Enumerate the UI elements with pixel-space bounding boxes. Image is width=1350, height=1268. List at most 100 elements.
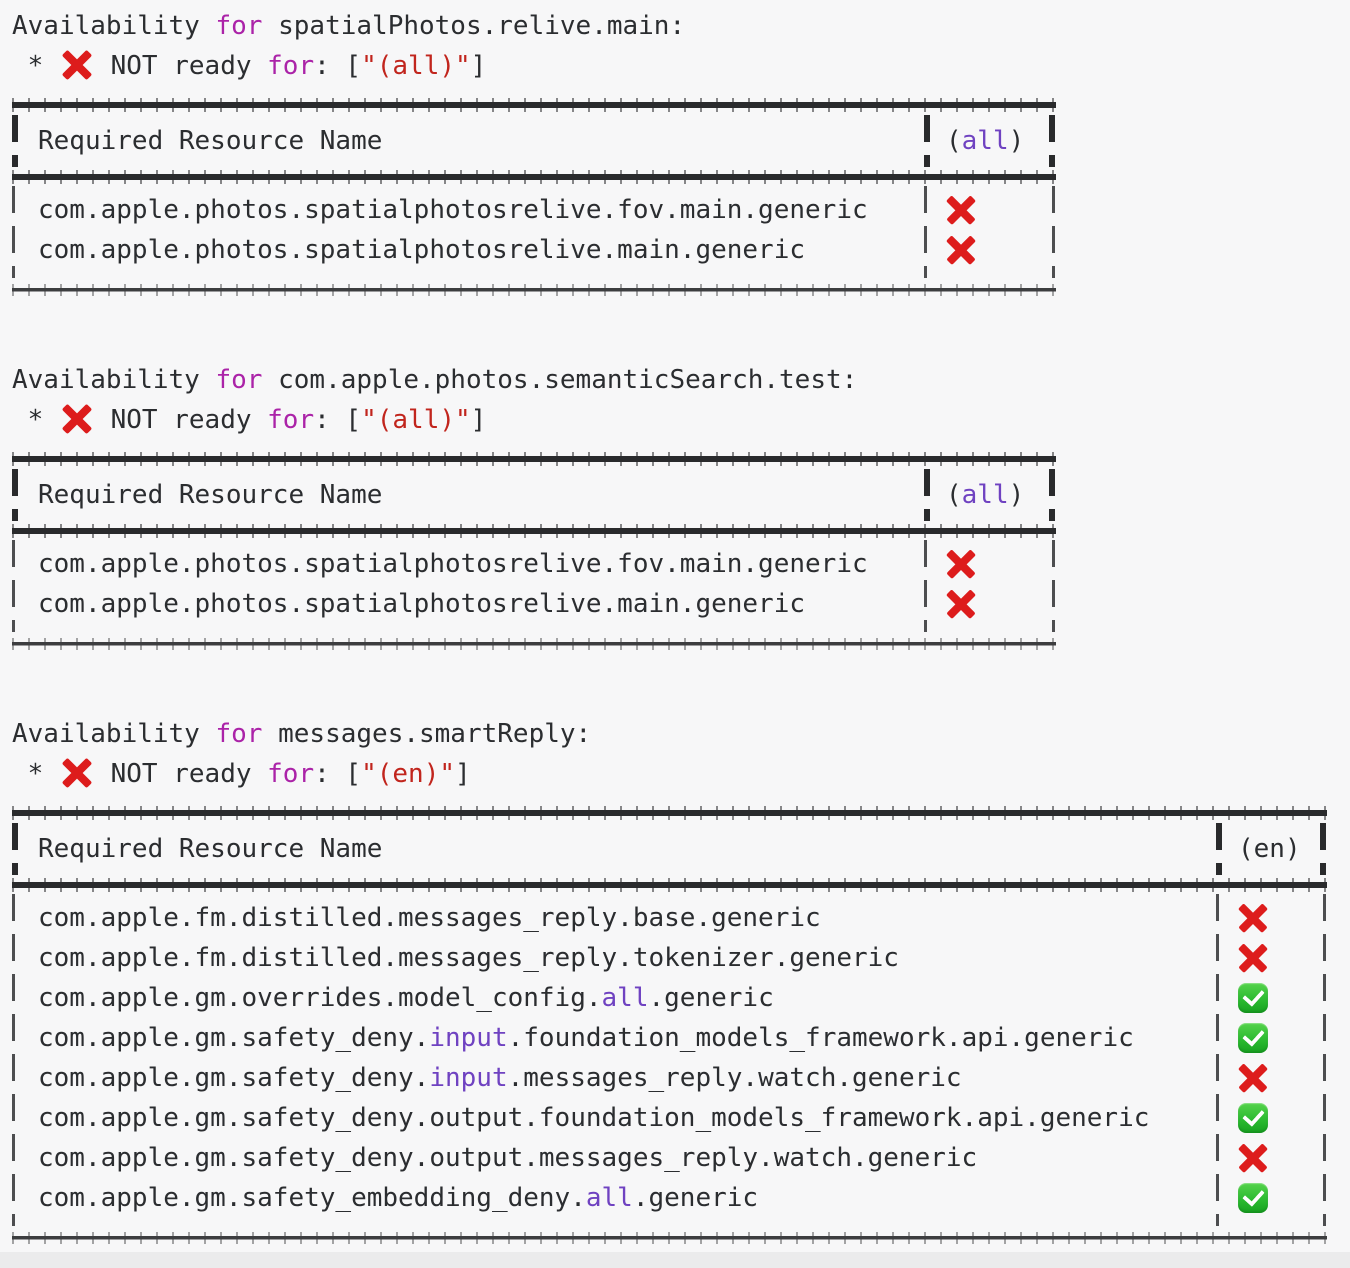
status-icon <box>1238 903 1268 933</box>
status-line: * NOT ready for: ["(all)"] <box>12 46 1350 86</box>
resource-name: com.apple.photos.spatialphotosrelive.mai… <box>38 235 806 265</box>
punctuation: : [ <box>314 405 362 435</box>
status-col-label: (en) <box>1238 834 1301 864</box>
status-icon <box>1238 1183 1268 1214</box>
status-icon <box>1238 943 1268 973</box>
locale-string: "(all)" <box>361 405 471 435</box>
table-row: com.apple.photos.spatialphotosrelive.mai… <box>12 230 1056 270</box>
heading-target: spatialPhotos.relive.main: <box>262 11 686 41</box>
for-keyword: for <box>267 51 315 81</box>
for-keyword: for <box>267 405 315 435</box>
table-header-separator <box>12 878 1327 892</box>
resource-name-cell: com.apple.gm.safety_embedding_deny.all.g… <box>12 1183 1216 1213</box>
table-border <box>1323 894 1326 1226</box>
table-row: com.apple.gm.safety_deny.output.messages… <box>12 1138 1327 1178</box>
cross-mark-icon <box>62 404 92 434</box>
for-keyword: for <box>267 759 315 789</box>
table-border <box>1052 186 1055 278</box>
resource-name-cell: com.apple.gm.safety_deny.input.foundatio… <box>12 1023 1216 1053</box>
for-keyword: for <box>215 719 263 749</box>
table-row: com.apple.fm.distilled.messages_reply.to… <box>12 938 1327 978</box>
resource-name-cell: com.apple.photos.spatialphotosrelive.fov… <box>12 549 924 579</box>
status-icon <box>946 195 976 225</box>
table-header-row: Required Resource Name (all) <box>12 112 1056 170</box>
table-row: com.apple.photos.spatialphotosrelive.fov… <box>12 190 1056 230</box>
status-cell <box>1216 1143 1327 1174</box>
table-border <box>12 540 15 632</box>
resource-name: com.apple.gm.safety_deny.output.foundati… <box>38 1103 1150 1133</box>
status-cell <box>1216 1023 1327 1054</box>
status-icon <box>946 235 976 265</box>
resource-name-cell: com.apple.fm.distilled.messages_reply.to… <box>12 943 1216 973</box>
resource-name: com.apple.gm.safety_deny. <box>38 1063 430 1093</box>
resource-name-highlight: input <box>429 1023 508 1053</box>
status-cell <box>1216 1063 1327 1094</box>
status-icon <box>1238 1143 1268 1173</box>
table-border <box>924 186 927 278</box>
punctuation: : [ <box>314 759 362 789</box>
resource-name-highlight: input <box>429 1063 508 1093</box>
header-name-cell: Required Resource Name <box>38 126 383 156</box>
status-cell <box>1216 983 1327 1014</box>
bullet: * <box>12 51 59 81</box>
table-border <box>12 186 15 278</box>
locale-string: "(all)" <box>361 51 471 81</box>
resource-name: com.apple.gm.overrides.model_config. <box>38 983 602 1013</box>
table-border-bottom <box>12 284 1056 296</box>
heading-target: com.apple.photos.semanticSearch.test: <box>262 365 858 395</box>
status-cell <box>1216 943 1327 974</box>
resource-name-highlight: all <box>585 1183 633 1213</box>
status-col-label-highlight: all <box>961 480 1009 510</box>
status-cell <box>1216 1103 1327 1134</box>
resource-name: .messages_reply.watch.generic <box>507 1063 962 1093</box>
table-row: com.apple.photos.spatialphotosrelive.mai… <box>12 584 1056 624</box>
table-row: com.apple.photos.spatialphotosrelive.fov… <box>12 544 1056 584</box>
resource-name: com.apple.photos.spatialphotosrelive.fov… <box>38 195 868 225</box>
bullet: * <box>12 405 59 435</box>
resource-name: com.apple.gm.safety_deny.output.messages… <box>38 1143 978 1173</box>
table-border <box>924 115 930 167</box>
status-cell <box>924 195 1056 226</box>
punctuation: : [ <box>314 51 362 81</box>
resource-name: com.apple.photos.spatialphotosrelive.mai… <box>38 589 806 619</box>
resource-name-cell: com.apple.gm.overrides.model_config.all.… <box>12 983 1216 1013</box>
table-row: com.apple.gm.safety_embedding_deny.all.g… <box>12 1178 1327 1218</box>
table-border <box>1216 823 1222 875</box>
status-cell <box>1216 903 1327 934</box>
header-status-cell: (all) <box>924 126 1056 156</box>
status-col-label: ( <box>946 480 962 510</box>
bullet: * <box>12 759 59 789</box>
table-row: com.apple.gm.safety_deny.input.messages_… <box>12 1058 1327 1098</box>
not-ready-label: NOT ready <box>94 405 268 435</box>
table-border <box>1049 115 1055 167</box>
table-border <box>924 469 930 521</box>
header-status-cell: (all) <box>924 480 1056 510</box>
table-border <box>1216 894 1219 1226</box>
resource-name: .generic <box>648 983 774 1013</box>
table-border-top <box>12 452 1056 466</box>
punctuation: ] <box>470 51 487 81</box>
table-header-separator <box>12 524 1056 538</box>
table-border <box>1052 540 1055 632</box>
not-ready-label: NOT ready <box>94 51 268 81</box>
status-col-label: ( <box>946 126 962 156</box>
resource-name-highlight: all <box>601 983 649 1013</box>
table-border <box>12 115 18 167</box>
heading-text: Availability <box>12 719 216 749</box>
heading-text: Availability <box>12 11 216 41</box>
resource-name-cell: com.apple.photos.spatialphotosrelive.mai… <box>12 235 924 265</box>
resource-name-cell: com.apple.gm.safety_deny.output.foundati… <box>12 1103 1216 1133</box>
for-keyword: for <box>215 11 263 41</box>
resource-name: .generic <box>632 1183 759 1213</box>
resource-name-cell: com.apple.fm.distilled.messages_reply.ba… <box>12 903 1216 933</box>
table-border <box>1320 823 1326 875</box>
resource-name: com.apple.fm.distilled.messages_reply.ba… <box>38 903 821 933</box>
status-cell <box>924 589 1056 620</box>
status-icon <box>1238 1063 1268 1093</box>
status-icon <box>1238 1103 1268 1134</box>
status-col-label: ) <box>1008 126 1025 156</box>
resource-table: Required Resource Name (all) com.apple.p… <box>12 452 1056 650</box>
status-line: * NOT ready for: ["(all)"] <box>12 400 1350 440</box>
table-border-top <box>12 806 1327 820</box>
